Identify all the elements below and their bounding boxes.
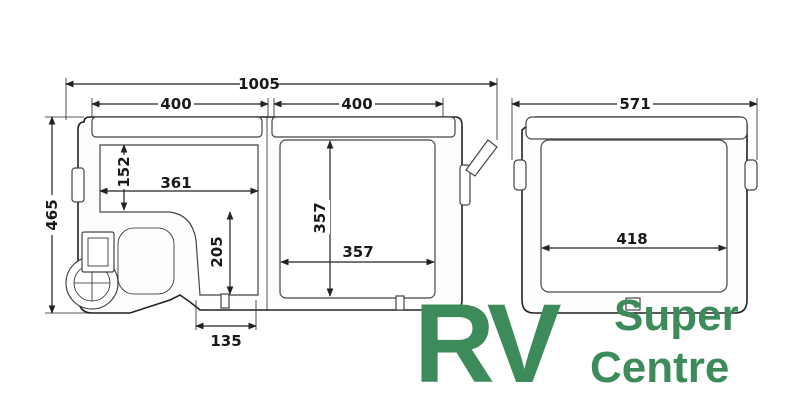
front-view (65, 116, 498, 314)
dim-left-inner-length: 361 (160, 174, 191, 192)
dim-overall-height: 465 (43, 199, 61, 230)
rv-super-centre-logo: RV Super Centre (414, 281, 739, 403)
dim-right-inner-height: 357 (311, 202, 329, 233)
logo-super-text: Super (614, 291, 739, 340)
dim-right-compartment-length: 400 (341, 95, 372, 113)
logo-centre-text: Centre (590, 343, 729, 392)
dim-side-inner-width: 418 (616, 230, 647, 248)
dim-overall-width: 571 (619, 95, 650, 113)
dim-right-inner-length: 357 (342, 243, 373, 261)
side-view (513, 116, 758, 314)
dim-left-depth-lower: 205 (208, 236, 226, 267)
logo-rv-letters: RV (414, 281, 561, 403)
dimension-labels: 1005 400 400 571 465 152 361 205 135 357… (43, 75, 653, 350)
dim-left-step-length: 135 (210, 332, 241, 350)
dim-left-compartment-length: 400 (160, 95, 191, 113)
dim-overall-length: 1005 (238, 75, 280, 93)
dim-left-depth-top: 152 (115, 156, 133, 187)
